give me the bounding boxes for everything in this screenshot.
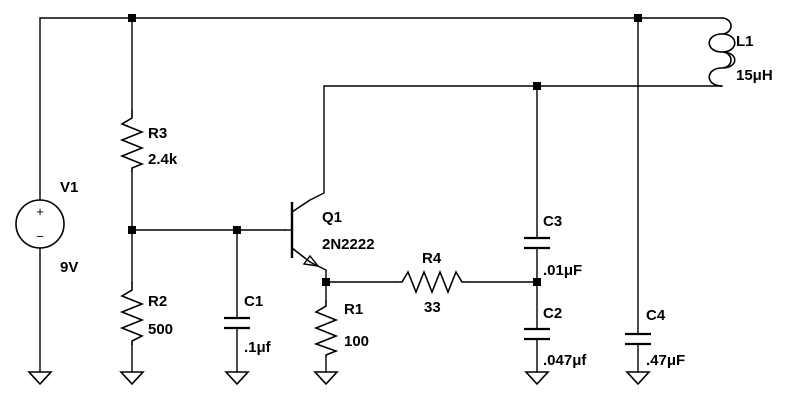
c1-capacitor: C1 .1μf	[224, 293, 272, 356]
r2-label: R2	[148, 293, 167, 310]
junction-dot	[533, 82, 541, 90]
c3-value: .01μF	[543, 262, 582, 279]
junction-dot	[128, 226, 136, 234]
r2-resistor: R2 500	[119, 282, 173, 345]
junction-dot	[128, 14, 136, 22]
r3-label: R3	[148, 125, 167, 142]
l1-value: 15μH	[736, 67, 773, 84]
junction-dot	[533, 278, 541, 286]
l1-inductor: L1 15μH	[708, 17, 773, 87]
ground-icon	[524, 371, 550, 386]
r1-resistor: R1 100	[313, 300, 369, 356]
ground-icon	[119, 371, 145, 386]
v1-source-symbol	[15, 199, 65, 249]
grounds	[27, 371, 651, 386]
c2-capacitor: C2 .047μf	[524, 305, 587, 369]
l1-coil-symbol	[708, 17, 736, 87]
wires	[39, 17, 723, 373]
c1-value: .1μf	[244, 339, 272, 356]
v1-value: 9V	[60, 259, 78, 276]
r4-value: 33	[424, 299, 441, 316]
r2-symbol	[119, 282, 145, 345]
ground-icon	[27, 371, 53, 386]
q1-label: Q1	[322, 209, 342, 226]
junction-dot	[322, 278, 330, 286]
r1-label: R1	[344, 301, 363, 318]
q1-value: 2N2222	[322, 236, 375, 253]
r2-value: 500	[148, 321, 173, 338]
ground-icon	[313, 371, 339, 386]
l1-label: L1	[736, 33, 754, 50]
junctions	[128, 14, 642, 286]
c2-label: C2	[543, 305, 562, 322]
r4-symbol	[395, 269, 468, 295]
q1-collector-lead	[291, 199, 311, 213]
c3-capacitor: C3 .01μF	[524, 213, 582, 279]
junction-dot	[634, 14, 642, 22]
q1-emitter-arrow	[302, 254, 320, 267]
c4-value: .47μF	[646, 352, 685, 369]
c1-label: C1	[244, 293, 263, 310]
r3-value: 2.4k	[148, 151, 178, 168]
c2-value: .047μf	[543, 352, 587, 369]
v1-label: V1	[60, 179, 78, 196]
c4-label: C4	[646, 307, 666, 324]
r4-label: R4	[422, 250, 442, 267]
v1-plus-sign: +	[36, 204, 44, 219]
r4-resistor: R4 33	[395, 250, 468, 316]
r1-symbol	[313, 300, 339, 356]
r1-value: 100	[344, 333, 369, 350]
r3-symbol	[119, 110, 145, 172]
wire-top-rail	[39, 17, 723, 201]
r3-resistor: R3 2.4k	[119, 110, 178, 172]
c3-label: C3	[543, 213, 562, 230]
wire-collector	[309, 85, 723, 201]
v1-source: + − V1 9V	[15, 179, 78, 276]
v1-minus-sign: −	[36, 229, 44, 244]
junction-dot	[233, 226, 241, 234]
c4-capacitor: C4 .47μF	[625, 307, 685, 369]
ground-icon	[625, 371, 651, 386]
q1-transistor: Q1 2N2222	[284, 199, 375, 267]
ground-icon	[224, 371, 250, 386]
